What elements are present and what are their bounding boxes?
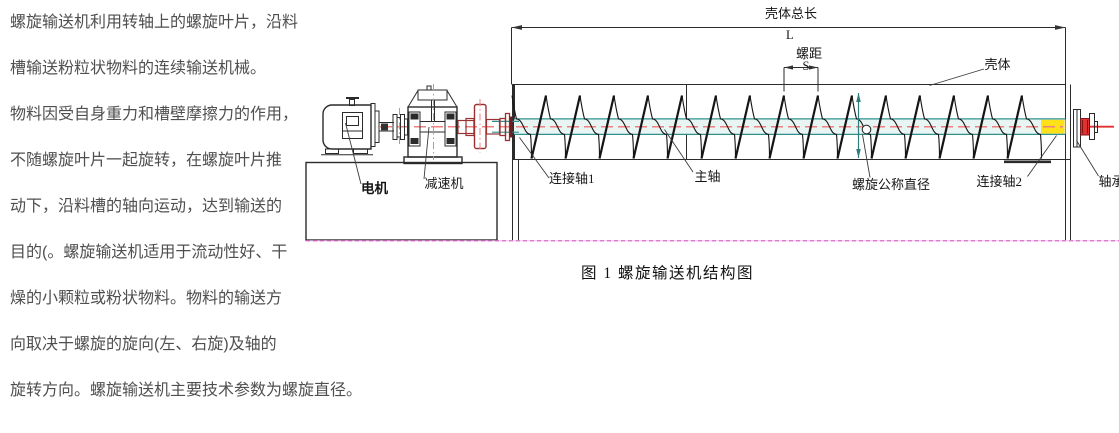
label-motor: 电机: [361, 181, 388, 196]
description-line: 动下，沿料槽的轴向运动，达到输送的: [10, 198, 283, 215]
casing-outline: [512, 27, 1071, 240]
label-length-symbol: L: [786, 27, 794, 42]
label-screw-pitch: 螺距: [796, 46, 823, 61]
description-line: 槽输送粉粒状物料的连续输送机械。: [10, 60, 267, 77]
label-pitch-symbol: S: [802, 59, 810, 73]
label-screw-nominal-diameter: 螺旋公称直径: [852, 176, 931, 192]
reducer-drawing: [403, 84, 463, 165]
label-bearing: 轴承: [1098, 174, 1119, 189]
label-connecting-shaft-2: 连接轴2: [976, 174, 1023, 189]
screw-flights: [511, 95, 1043, 159]
motor-drawing: [321, 97, 380, 156]
description-line: 旋转方向。螺旋输送机主要技术参数为螺旋直径。: [10, 382, 363, 399]
bearing-block: [1080, 118, 1090, 136]
label-main-shaft: 主轴: [694, 169, 721, 184]
label-casing: 壳体: [984, 57, 1011, 72]
description-line: 目的(。螺旋输送机适用于流动性好、干: [10, 244, 288, 261]
dimension-screw-diameter: [856, 93, 872, 158]
dimension-casing-length: [511, 25, 1066, 85]
dimension-screw-pitch: [783, 65, 819, 92]
motor-coupling: [379, 108, 408, 146]
label-connecting-shaft-1: 连接轴1: [549, 171, 595, 186]
label-reducer: 减速机: [424, 175, 464, 191]
leader-lines: [345, 68, 1099, 185]
description-text: 螺旋输送机利用转轴上的螺旋叶片，沿料 槽输送粉粒状物料的连续输送机械。 物料因受…: [10, 0, 390, 414]
label-casing-total-length: 壳体总长: [765, 6, 818, 21]
description-line: 燥的小颗粒或粉状物料。物料的输送方: [10, 290, 283, 307]
description-line: 向取决于螺旋的旋向(左、右旋)及轴的: [10, 336, 277, 353]
figure-caption: 图 1 螺旋输送机结构图: [581, 265, 755, 282]
diameter-marker-circle: [861, 124, 872, 135]
output-coupling: [457, 99, 513, 153]
description-line: 物料因受自身重力和槽壁摩擦力的作用，: [10, 106, 299, 123]
foundation-block: [305, 161, 498, 241]
description-line: 螺旋输送机利用转轴上的螺旋叶片，沿料: [10, 14, 299, 31]
description-line: 不随螺旋叶片一起旋转，在螺旋叶片推: [10, 152, 283, 169]
